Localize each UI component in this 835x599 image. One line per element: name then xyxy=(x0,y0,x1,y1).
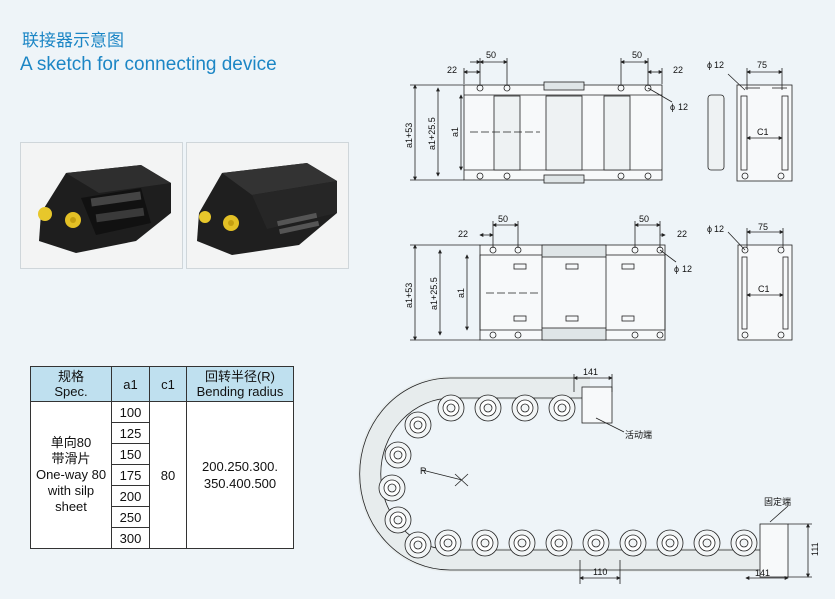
top-hole-phi: ϕ xyxy=(670,102,675,112)
top-dim-22-left: 22 xyxy=(447,65,457,75)
a1-value: 200 xyxy=(111,485,150,507)
bottom-side-c1: C1 xyxy=(758,284,770,294)
top-dim-50-left: 50 xyxy=(486,50,496,60)
chain-link-pin xyxy=(393,450,403,460)
top-dim-a1-53: a1+53 xyxy=(404,123,414,148)
bottom-side-75: 75 xyxy=(758,222,768,232)
chain-links xyxy=(378,394,758,559)
spec-line: 单向80 xyxy=(50,435,92,450)
bottom-dim-22-left: 22 xyxy=(458,229,468,239)
c1-value: 80 xyxy=(149,401,187,549)
radius-cell: 200.250.300. 350.400.500 xyxy=(186,401,294,549)
drawing-bottom-front xyxy=(410,221,793,341)
chain-link-pin xyxy=(520,403,530,413)
chain-moving-end: 活动端 xyxy=(625,429,652,440)
chain-radius-label: R xyxy=(420,466,427,476)
chain-link-pin xyxy=(480,538,490,548)
bottom-side-12: 12 xyxy=(714,224,724,234)
spec-line: sheet xyxy=(55,499,87,514)
top-side-75: 75 xyxy=(757,60,767,70)
chain-dim-141-top: 141 xyxy=(583,367,598,377)
chain-link-pin xyxy=(557,403,567,413)
title-english: A sketch for connecting device xyxy=(20,54,277,75)
header-spec-en: Spec. xyxy=(54,384,88,399)
bottom-hole-phi: ϕ xyxy=(674,264,679,274)
chain-fixed-end: 固定端 xyxy=(764,496,791,507)
header-radius-en: Bending radius xyxy=(196,384,284,399)
a1-value: 150 xyxy=(111,443,150,465)
bottom-dim-a1: a1 xyxy=(456,288,466,298)
spec-line: with silp xyxy=(47,483,95,498)
bottom-side-phi: ϕ xyxy=(707,224,712,234)
chain-link-pin xyxy=(483,403,493,413)
spec-cell: 单向80 带滑片 One-way 80 with silp sheet xyxy=(30,401,112,549)
drawing-top-front xyxy=(410,58,793,184)
a1-value: 175 xyxy=(111,464,150,486)
header-a1: a1 xyxy=(111,366,150,402)
chain-link-pin xyxy=(591,538,601,548)
title-chinese: 联接器示意图 xyxy=(22,31,124,50)
radius-line: 200.250.300. xyxy=(202,459,278,474)
chain-link-pin xyxy=(446,403,456,413)
chain-link-pin xyxy=(554,538,564,548)
top-dim-22-right: 22 xyxy=(673,65,683,75)
top-side-phi: ϕ xyxy=(707,60,712,70)
chain-link-pin xyxy=(665,538,675,548)
chain-link-pin xyxy=(443,538,453,548)
chain-link-pin xyxy=(393,515,403,525)
radius-line: 350.400.500 xyxy=(203,476,277,491)
chain-link-pin xyxy=(413,540,423,550)
bottom-dim-a1-25-5: a1+25.5 xyxy=(429,277,439,310)
bottom-dim-50-right: 50 xyxy=(639,214,649,224)
chain-link-pin xyxy=(387,483,397,493)
top-dim-a1: a1 xyxy=(450,127,460,137)
chain-link-pin xyxy=(517,538,527,548)
chain-link-pin xyxy=(628,538,638,548)
chain-dim-141-bottom: 141 xyxy=(755,568,770,578)
top-hole-12: 12 xyxy=(678,102,688,112)
top-dim-a1-25-5: a1+25.5 xyxy=(427,117,437,150)
a1-value: 300 xyxy=(111,527,150,549)
spec-line: 带滑片 xyxy=(51,451,91,466)
bottom-dim-50-left: 50 xyxy=(498,214,508,224)
top-side-c1: C1 xyxy=(757,127,769,137)
product-photo-2 xyxy=(186,142,349,269)
spec-table: 规格 Spec. a1 c1 回转半径(R) Bending radius 单向… xyxy=(30,366,294,549)
bottom-hole-12: 12 xyxy=(682,264,692,274)
chain-link-pin xyxy=(413,420,423,430)
product-photo-1 xyxy=(20,142,183,269)
bottom-dim-a1-53: a1+53 xyxy=(404,283,414,308)
header-radius-cn: 回转半径(R) xyxy=(204,369,276,384)
header-bending-radius: 回转半径(R) Bending radius xyxy=(186,366,294,402)
header-spec-cn: 规格 xyxy=(57,369,84,384)
spec-line: One-way 80 xyxy=(35,467,107,482)
header-spec: 规格 Spec. xyxy=(30,366,112,402)
chain-link-pin xyxy=(702,538,712,548)
top-dim-50-right: 50 xyxy=(632,50,642,60)
top-side-12: 12 xyxy=(714,60,724,70)
chain-dim-111: 111 xyxy=(810,542,820,556)
bottom-dim-22-right: 22 xyxy=(677,229,687,239)
chain-dim-110: 110 xyxy=(593,567,607,577)
chain-link-pin xyxy=(739,538,749,548)
